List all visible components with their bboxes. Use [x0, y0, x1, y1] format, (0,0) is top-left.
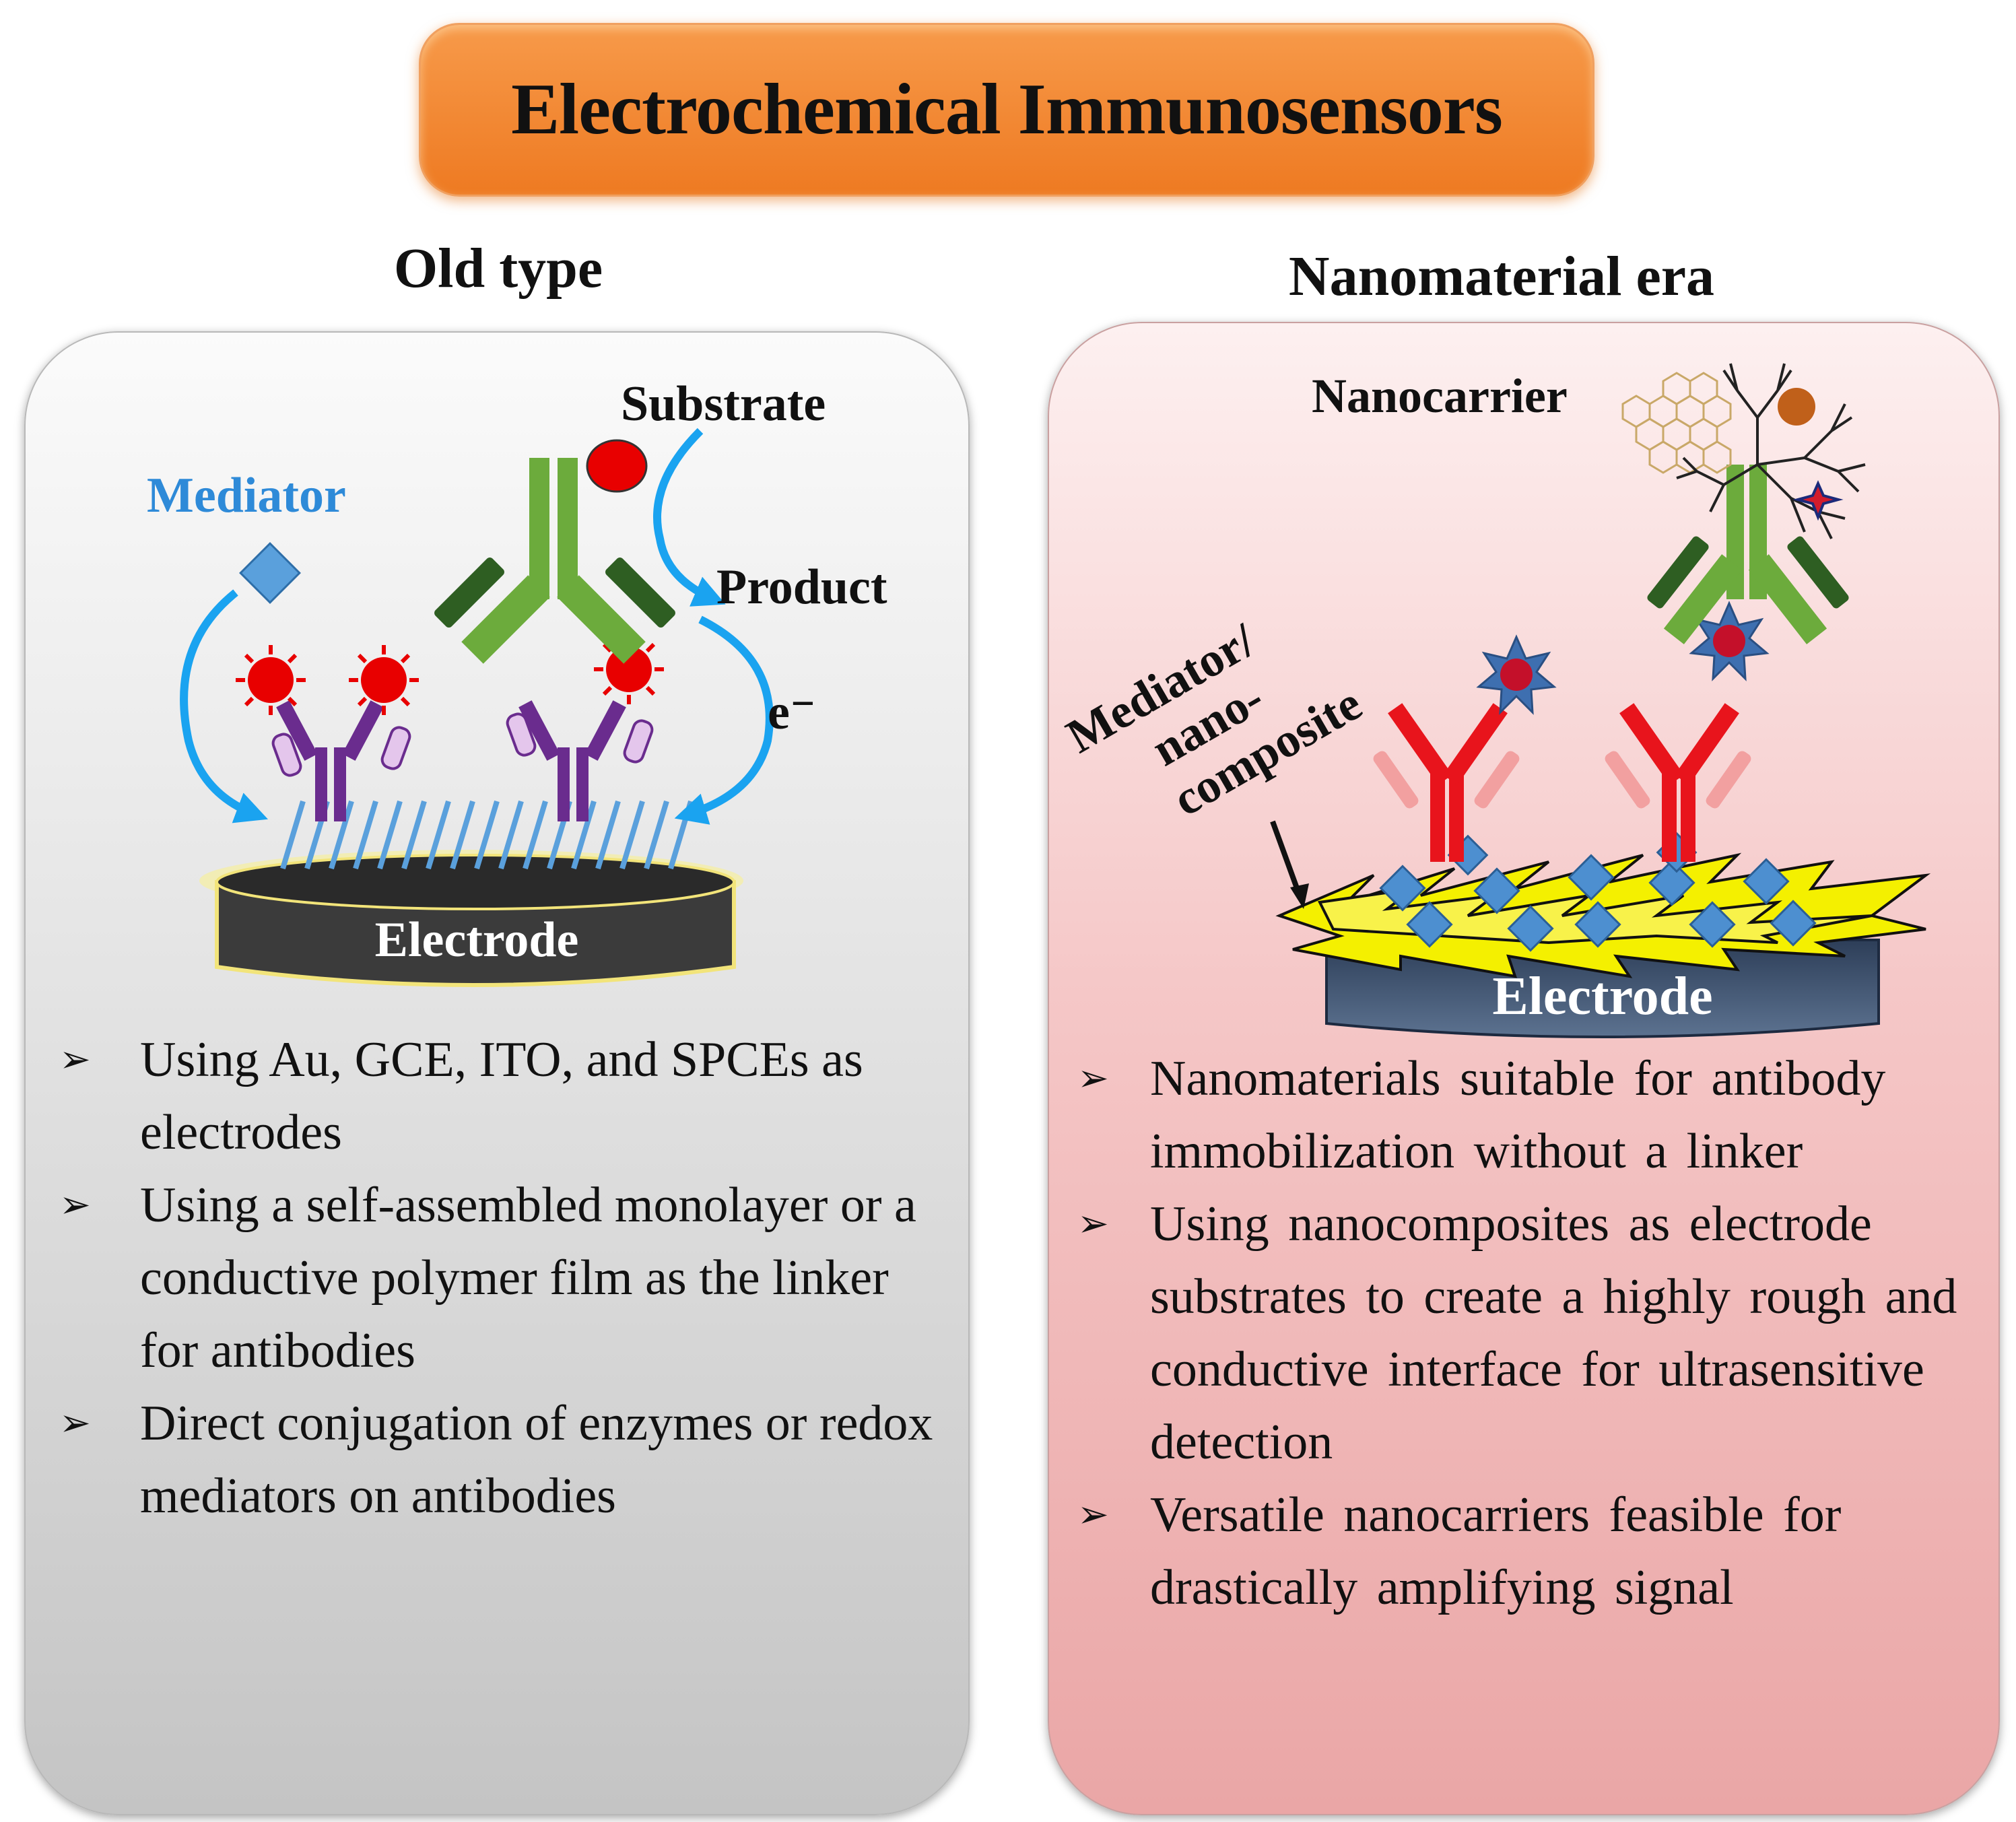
product-label: Product: [716, 560, 887, 615]
old-bullet-text: Direct conjugation of enzymes or redox m…: [140, 1396, 933, 1524]
title-banner: Electrochemical Immunosensors: [419, 23, 1594, 197]
electron-transfer-arrow: [674, 615, 774, 825]
antigen-star-right: [1689, 601, 1770, 681]
nano-capture-antibody-right: [1605, 703, 1751, 862]
nanomaterial-bullet-list: ➢ Nanomaterials suitable for antibody imm…: [1077, 1042, 1986, 1624]
old-bullet-text: Using a self-assembled monolayer or a co…: [140, 1178, 916, 1378]
nanoparticle: [1778, 388, 1815, 426]
electron-label: e⁻: [768, 685, 816, 740]
nanocarrier-label: Nanocarrier: [1312, 369, 1568, 423]
nanocarrier-cluster: [1621, 363, 1866, 539]
nano-detection-antibody: [1647, 465, 1849, 644]
nano-bullet-text: Versatile nanocarriers feasible for dras…: [1150, 1487, 1842, 1615]
enzyme-label-1: [236, 645, 306, 715]
mediator-nanocomposite-label: Mediator/ nano- composite: [1058, 613, 1371, 826]
mediator-label: Mediator: [147, 468, 346, 523]
old-bullet-item: ➢ Using a self-assembled monolayer or a c…: [46, 1169, 941, 1387]
substrate-molecule: [586, 439, 648, 493]
graphene-sheet: [1621, 372, 1732, 474]
old-bullet-text: Using Au, GCE, ITO, and SPCEs as electro…: [140, 1032, 863, 1160]
detection-antibody: [434, 458, 675, 664]
capture-antibody-right: [506, 700, 654, 821]
arrow-bullet-icon: ➢: [59, 1401, 91, 1445]
mediator-diamond: [239, 542, 301, 604]
substrate-to-product-arrow: [653, 428, 726, 607]
arrow-bullet-icon: ➢: [59, 1038, 91, 1081]
old-bullet-item: ➢ Using Au, GCE, ITO, and SPCEs as electr…: [46, 1023, 941, 1169]
arrow-bullet-icon: ➢: [1077, 1493, 1109, 1537]
nano-bullet-item: ➢ Versatile nanocarriers feasible for dra…: [1077, 1479, 1986, 1624]
arrow-bullet-icon: ➢: [1077, 1056, 1109, 1100]
old-electrode: [199, 850, 743, 987]
old-bullet-item: ➢ Direct conjugation of enzymes or redox …: [46, 1387, 941, 1532]
arrow-bullet-icon: ➢: [59, 1183, 91, 1227]
nano-bullet-item: ➢ Nanomaterials suitable for antibody imm…: [1077, 1042, 1986, 1188]
nano-bullet-item: ➢ Using nanocomposites as electrode subst…: [1077, 1188, 1986, 1479]
nano-bullet-text: Nanomaterials suitable for antibody immo…: [1150, 1051, 1886, 1179]
nanomaterial-era-panel: [1048, 322, 2000, 1815]
substrate-label: Substrate: [621, 376, 826, 432]
nano-bullet-text: Using nanocomposites as electrode substr…: [1150, 1196, 1957, 1470]
nanocomposite-pointer-arrowhead: [1290, 883, 1309, 909]
nano-electrode-label: Electrode: [1492, 967, 1712, 1026]
enzyme-label-2: [349, 645, 419, 715]
mediator-arrow: [180, 589, 268, 823]
nano-mediator-diamonds: [1379, 832, 1817, 952]
dendrimer: [1676, 363, 1866, 539]
old-type-bullet-list: ➢ Using Au, GCE, ITO, and SPCEs as electr…: [46, 1023, 941, 1532]
old-electrode-label: Electrode: [375, 912, 579, 968]
arrow-bullet-icon: ➢: [1077, 1202, 1109, 1246]
old-type-heading: Old type: [393, 237, 603, 300]
quantum-dot: [1792, 480, 1844, 521]
nano-capture-antibody-left: [1373, 703, 1520, 862]
capture-antibody-left: [271, 700, 411, 821]
linker-monolayer: [280, 800, 694, 870]
page-title: Electrochemical Immunosensors: [511, 69, 1503, 149]
antigen-star-left: [1476, 634, 1557, 715]
nanomaterial-era-heading: Nanomaterial era: [1288, 245, 1715, 308]
nanocomposite-pointer-arrow: [1270, 820, 1302, 897]
nanomaterial-era-illustration: Electrode: [1058, 363, 1931, 1038]
old-type-illustration: Electrode: [147, 376, 887, 987]
